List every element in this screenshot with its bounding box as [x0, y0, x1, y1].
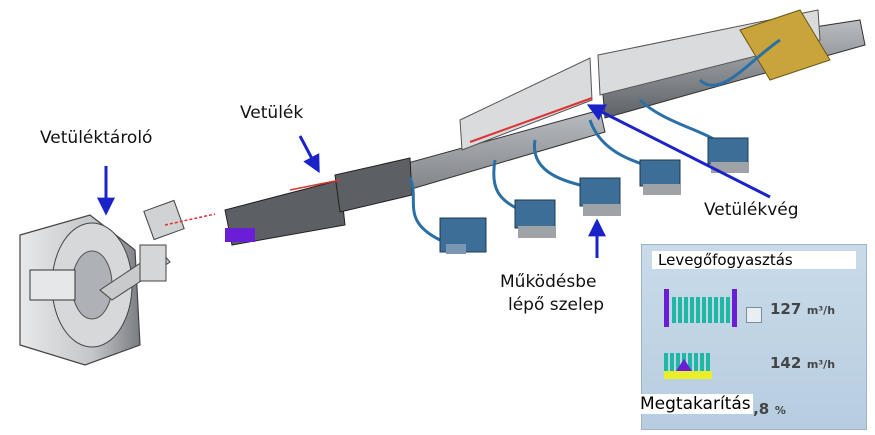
row1-value: 127 m³/h — [770, 299, 835, 318]
saving-gauge — [662, 343, 732, 383]
arrow-vetulek — [300, 136, 318, 170]
valve — [440, 218, 486, 254]
weft-accumulator — [20, 200, 215, 365]
label-vetulekveg: Vetülékvég — [704, 200, 799, 220]
label-vetulektarolo: Vetüléktároló — [40, 128, 152, 148]
panel-title: Levegőfogyasztás — [652, 251, 856, 269]
label-szelep-line1: Működésbe — [500, 272, 596, 292]
valve — [515, 200, 556, 238]
nozzle-cluster — [225, 158, 412, 245]
label-szelep-line2: lépő szelep — [508, 295, 604, 315]
consumption-gauge — [662, 283, 742, 333]
valve — [640, 160, 681, 195]
saving-label: Megtakarítás — [638, 394, 753, 414]
label-vetulek: Vetülék — [240, 103, 303, 123]
valve — [580, 178, 621, 216]
calculator-icon[interactable] — [746, 307, 762, 323]
row2-value: 142 m³/h — [770, 353, 835, 372]
